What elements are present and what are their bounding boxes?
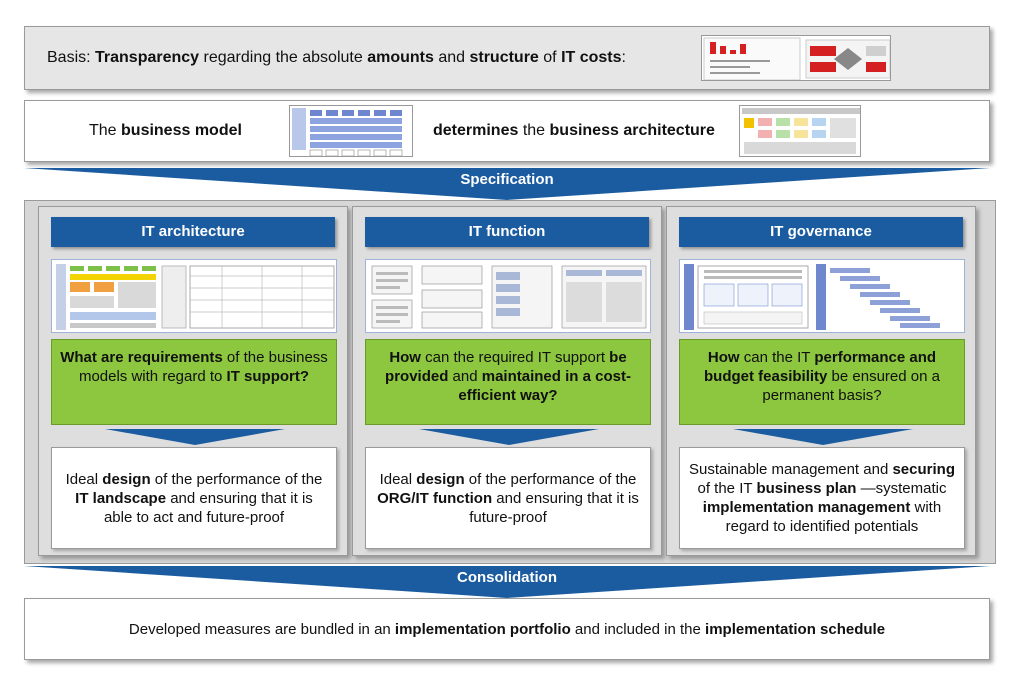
specification-chevron: Specification — [24, 168, 990, 200]
column-title: IT governance — [679, 217, 963, 247]
consolidation-label: Consolidation — [457, 569, 557, 586]
it-function-question: How can the required IT support be provi… — [365, 339, 651, 425]
column-it-function: IT function How can the required IT supp… — [352, 206, 662, 556]
column-down-arrow — [105, 429, 285, 445]
business-architecture-text: determines the business architecture — [433, 122, 715, 139]
consolidation-chevron: Consolidation — [24, 566, 990, 598]
specification-label: Specification — [460, 171, 554, 188]
column-title: IT architecture — [51, 217, 335, 247]
it-architecture-question: What are requirements of the business mo… — [51, 339, 337, 425]
column-title: IT function — [365, 217, 649, 247]
column-it-governance: IT governance How can the IT performance… — [666, 206, 976, 556]
it-function-answer: Ideal design of the performance of the O… — [365, 447, 651, 549]
basis-text: Basis: Transparency regarding the absolu… — [47, 49, 626, 66]
implementation-text: Developed measures are bundled in an imp… — [128, 621, 886, 638]
it-function-thumbnail — [365, 259, 651, 333]
business-model-thumbnail — [289, 105, 413, 157]
implementation-box: Developed measures are bundled in an imp… — [24, 598, 990, 660]
cost-structure-thumbnail — [701, 35, 891, 81]
it-architecture-thumbnail — [51, 259, 337, 333]
it-governance-question: How can the IT performance and budget fe… — [679, 339, 965, 425]
it-governance-thumbnail — [679, 259, 965, 333]
business-architecture-thumbnail — [739, 105, 861, 157]
column-it-architecture: IT architecture What are requirements of… — [38, 206, 348, 556]
basis-box: Basis: Transparency regarding the absolu… — [24, 26, 990, 90]
it-governance-answer: Sustainable management and securing of t… — [679, 447, 965, 549]
column-down-arrow — [419, 429, 599, 445]
business-model-box: The business model determines the busine… — [24, 100, 990, 162]
it-architecture-answer: Ideal design of the performance of the I… — [51, 447, 337, 549]
business-model-text: The business model — [89, 122, 242, 139]
column-down-arrow — [733, 429, 913, 445]
